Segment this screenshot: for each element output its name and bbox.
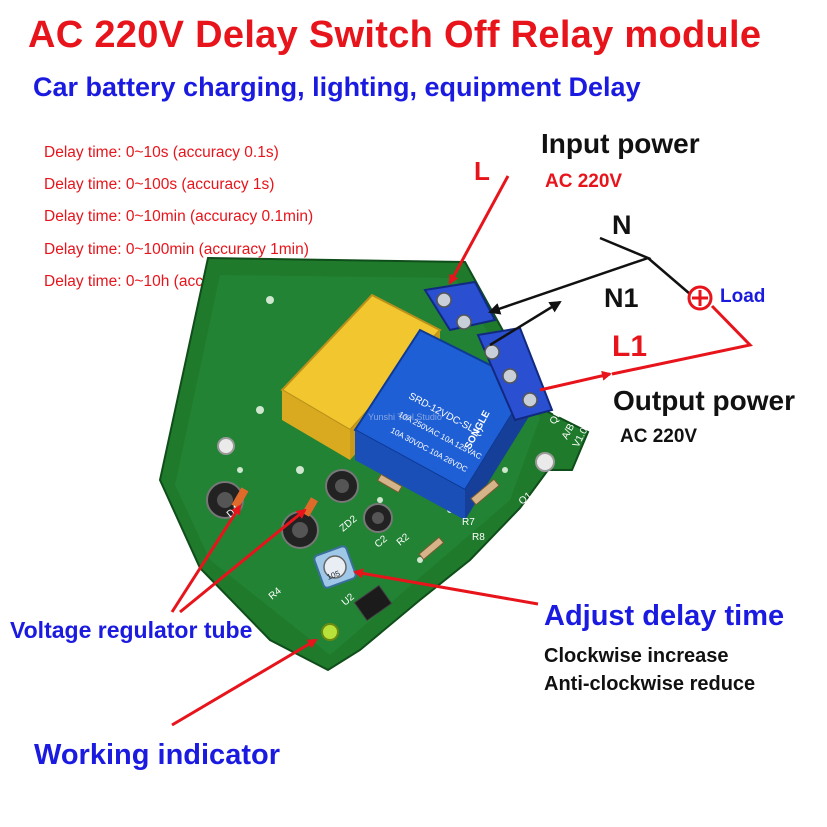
page-title: AC 220V Delay Switch Off Relay module: [28, 14, 762, 56]
arrow-l-input: [448, 175, 510, 285]
terminal-l-label: L: [474, 156, 490, 186]
arrow-regulator-1: [170, 504, 242, 613]
electrolytic-capacitors: [206, 469, 393, 549]
terminal-n1-label: N1: [604, 283, 639, 313]
working-indicator-label: Working indicator: [34, 739, 280, 771]
working-led: [321, 623, 339, 641]
terminal-n-label: N: [612, 210, 632, 240]
output-power-voltage: AC 220V: [620, 426, 698, 447]
input-power-voltage: AC 220V: [545, 171, 623, 192]
terminal-block-output: [476, 326, 554, 422]
silk-r8: R8: [472, 532, 485, 543]
terminal-block-input: [423, 280, 497, 332]
output-power-label: Output power: [613, 385, 795, 416]
voltage-regulator-label: Voltage regulator tube: [10, 617, 253, 643]
delay-spec-1: Delay time: 0~10s (accuracy 0.1s): [44, 144, 279, 161]
silk-r7: R7: [462, 517, 475, 528]
chip-u2: [353, 584, 393, 622]
load-label: Load: [720, 286, 766, 307]
adjust-anticlockwise: Anti-clockwise reduce: [544, 673, 756, 695]
arrow-adjust: [353, 568, 539, 606]
page-subtitle: Car battery charging, lighting, equipmen…: [33, 72, 641, 102]
delay-spec-3: Delay time: 0~10min (accuracy 0.1min): [44, 208, 314, 225]
load-icon: [687, 285, 713, 311]
adjust-clockwise: Clockwise increase: [544, 645, 729, 667]
delay-spec-4: Delay time: 0~100min (accuracy 1min): [44, 241, 309, 258]
input-power-label: Input power: [541, 128, 700, 159]
wire-n-to-load: [647, 257, 691, 295]
silk-pot: 105: [326, 569, 342, 582]
load-wire: [611, 304, 753, 376]
adjust-delay-title: Adjust delay time: [544, 600, 785, 632]
delay-spec-2: Delay time: 0~100s (accuracy 1s): [44, 176, 275, 193]
arrow-l1-output: [539, 370, 612, 392]
arrow-working-indicator: [171, 638, 318, 727]
potentiometer: [313, 545, 357, 589]
terminal-l1-label: L1: [612, 330, 648, 363]
arrow-regulator-2: [179, 508, 307, 614]
watermark-text: Yunshi Tool Studio: [368, 412, 442, 422]
wire-n1: [489, 300, 562, 347]
zener-diode-1: [231, 487, 249, 509]
wire-n: [488, 236, 652, 315]
